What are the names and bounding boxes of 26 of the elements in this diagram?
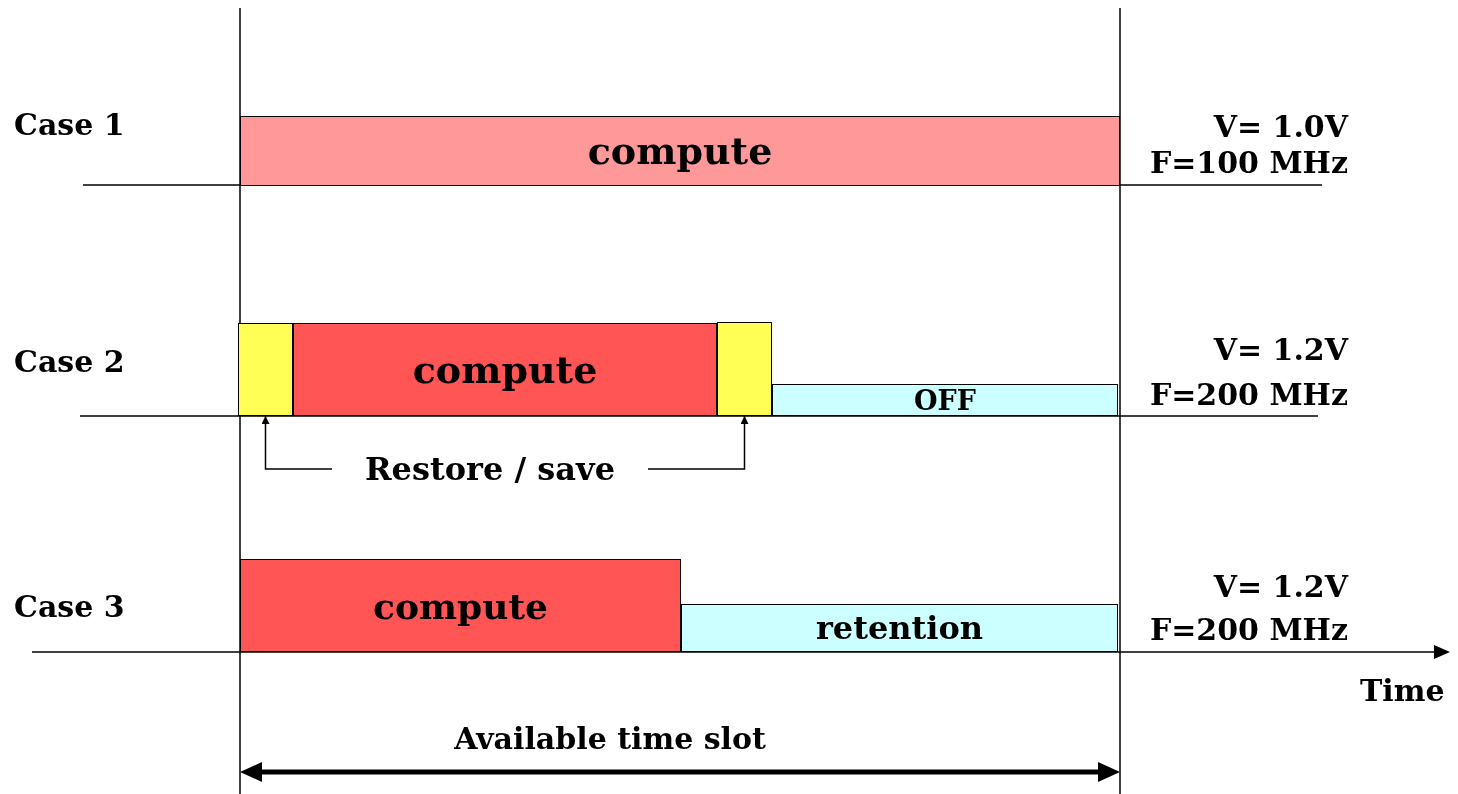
bar-label: compute: [587, 132, 773, 170]
annotation-text: Restore / save: [365, 453, 615, 485]
case-label: Case 3: [14, 592, 125, 622]
compute-bar: [240, 559, 681, 652]
case-label: Case 1: [14, 110, 125, 140]
restore-block: [238, 323, 293, 416]
bar-label: OFF: [914, 386, 976, 414]
voltage-label: V= 1.0V: [1213, 112, 1348, 142]
bar-label: compute: [373, 587, 548, 624]
save-block: [717, 322, 772, 416]
dimension-label: Available time slot: [454, 724, 766, 754]
bar-label: compute: [412, 350, 598, 389]
voltage-label: V= 1.2V: [1213, 572, 1348, 602]
axis-label: Time: [1360, 676, 1445, 706]
frequency-label: F=100 MHz: [1149, 148, 1348, 178]
frequency-label: F=200 MHz: [1149, 380, 1348, 410]
arrow: [647, 415, 749, 470]
retention-bar: [681, 604, 1118, 652]
off-bar: [772, 384, 1118, 416]
bar-label: retention: [815, 612, 984, 644]
case-label: Case 2: [14, 347, 125, 377]
frequency-label: F=200 MHz: [1149, 615, 1348, 645]
compute-bar: [240, 116, 1120, 186]
voltage-label: V= 1.2V: [1213, 335, 1348, 365]
arrow: [261, 415, 333, 470]
compute-bar: [293, 323, 717, 416]
